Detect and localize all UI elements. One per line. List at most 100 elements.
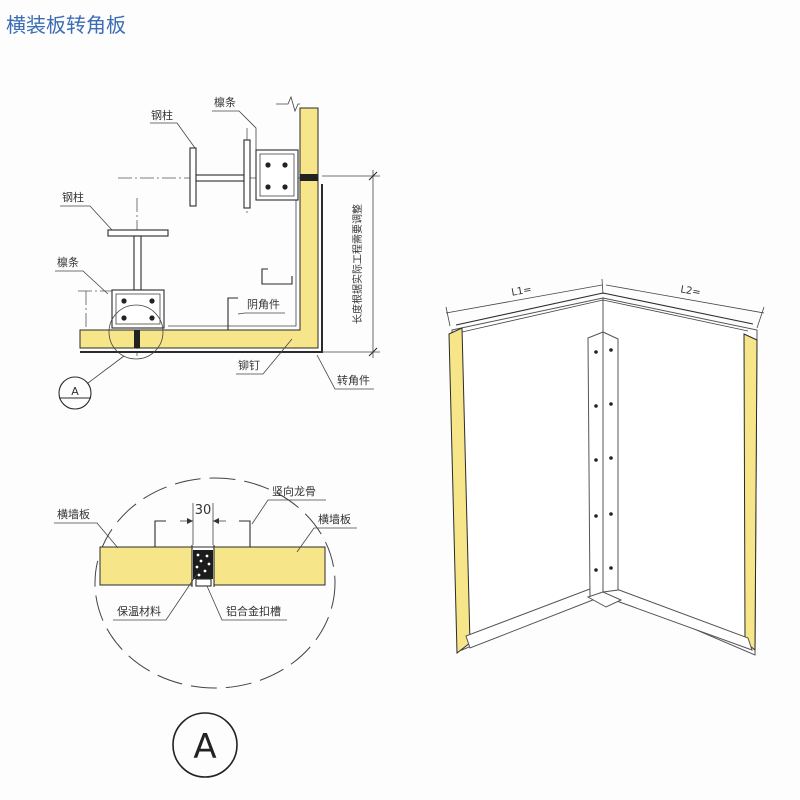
label-purlin-lower: 檩条 bbox=[57, 255, 79, 269]
column-flange-right bbox=[243, 139, 251, 209]
leader-line bbox=[296, 527, 357, 553]
purlin-bracket bbox=[111, 289, 165, 329]
detail-a: 30 竖向龙骨 横墙板 横墙板 保温材料 铝合金扣槽 A bbox=[54, 477, 357, 778]
label-corner-piece: 转角件 bbox=[337, 373, 370, 387]
insulation-speck bbox=[196, 553, 200, 557]
insulation-fill bbox=[193, 550, 213, 579]
wall-panel-right bbox=[213, 546, 326, 586]
leader-line bbox=[236, 338, 293, 375]
bolt bbox=[282, 184, 288, 190]
section-callout-circle bbox=[58, 376, 92, 410]
wall-panel-left bbox=[99, 546, 193, 586]
leader-line bbox=[54, 522, 119, 549]
rivet-hole bbox=[609, 456, 613, 460]
iso-panel-edge-right bbox=[743, 333, 758, 652]
dimension-tick bbox=[601, 278, 604, 295]
leader-line bbox=[60, 205, 113, 231]
rivet-hole bbox=[609, 566, 613, 570]
panel-joint bbox=[191, 545, 215, 587]
bolt bbox=[149, 298, 155, 304]
label-length-note: 长度根据实际工程需要调整 bbox=[351, 204, 364, 324]
insulation-speck bbox=[207, 562, 211, 566]
iso-view: L1= L2= bbox=[445, 278, 765, 656]
iso-top-edge bbox=[602, 299, 749, 332]
rivet-hole bbox=[609, 512, 613, 516]
break-line bbox=[276, 95, 300, 113]
bolt bbox=[265, 184, 271, 190]
plan-view: 钢柱 檩条 钢柱 檩条 阴角件 铆钉 转角件 长度根据实际工程需要调整 A bbox=[55, 95, 380, 410]
detail-boundary-dashed bbox=[94, 477, 336, 689]
label-purlin-upper: 檩条 bbox=[214, 95, 236, 109]
leader-line bbox=[113, 573, 198, 621]
insulation-speck bbox=[197, 573, 201, 577]
dimension-tick bbox=[368, 347, 378, 357]
iso-corner-angle-foot bbox=[586, 591, 623, 608]
arrowhead bbox=[213, 518, 219, 524]
column-web bbox=[133, 235, 142, 291]
bolt bbox=[121, 315, 127, 321]
dimension-value: 30 bbox=[195, 503, 212, 518]
label-length-2: L2= bbox=[679, 284, 701, 298]
rivet-hole bbox=[594, 568, 598, 572]
panel-joint-horizontal bbox=[134, 330, 140, 348]
bolt bbox=[265, 162, 271, 168]
rivet-hole bbox=[594, 514, 598, 518]
iso-top-edge bbox=[461, 299, 604, 333]
aluminum-slot bbox=[195, 578, 212, 587]
label-steel-column-lower: 钢柱 bbox=[62, 190, 84, 204]
section-callout-letter: A bbox=[71, 385, 79, 398]
label-insulation: 保温材料 bbox=[117, 604, 161, 618]
panel-joint-vertical bbox=[300, 174, 318, 181]
rivet-hole bbox=[594, 458, 598, 462]
detail-mark-letter: A bbox=[193, 727, 216, 767]
label-steel-column-upper: 钢柱 bbox=[151, 108, 173, 122]
label-aluminum-slot: 铝合金扣槽 bbox=[226, 604, 281, 618]
rivet-hole bbox=[594, 350, 598, 354]
vertical-keel bbox=[154, 520, 251, 548]
leader-line bbox=[55, 270, 109, 295]
column-flange-top bbox=[107, 229, 169, 237]
channel-bracket bbox=[261, 268, 293, 285]
page-title: 横装板转角板 bbox=[6, 13, 126, 37]
dimension-line-l1 bbox=[445, 284, 603, 314]
dimension-tick bbox=[368, 171, 378, 181]
iso-corner-angle-left-face bbox=[587, 331, 604, 598]
leader-line bbox=[212, 110, 257, 150]
label-rivet: 铆钉 bbox=[238, 358, 260, 372]
detail-a-callout-circle bbox=[108, 304, 164, 360]
bolt bbox=[282, 162, 288, 168]
insulation-speck bbox=[203, 569, 207, 573]
insulation-speck bbox=[205, 554, 209, 558]
label-wall-panel-right: 横墙板 bbox=[318, 512, 351, 526]
rivet-hole bbox=[609, 348, 613, 352]
label-wall-panel-left: 横墙板 bbox=[57, 507, 90, 521]
leader-line bbox=[87, 355, 125, 384]
iso-corner-angle-right-face bbox=[602, 331, 619, 593]
insulation-speck bbox=[199, 559, 203, 563]
dimension-tick bbox=[756, 306, 765, 329]
steel-column-upper bbox=[189, 139, 251, 209]
leader-line bbox=[206, 585, 287, 621]
leader-line bbox=[237, 312, 285, 315]
leader-line bbox=[316, 354, 374, 390]
insulated-panel-corner bbox=[79, 107, 319, 349]
purlin-lower bbox=[111, 289, 165, 329]
dimension-tick bbox=[445, 306, 451, 327]
steel-column-lower bbox=[107, 229, 169, 291]
inner-trim-line bbox=[168, 186, 297, 327]
bolt bbox=[121, 298, 127, 304]
rivet-hole bbox=[594, 404, 598, 408]
purlin-plate bbox=[259, 153, 295, 197]
detail-mark-circle bbox=[172, 712, 238, 778]
purlin-plate bbox=[115, 293, 161, 325]
dimension-line-l2 bbox=[605, 284, 765, 314]
leader-line bbox=[251, 499, 326, 525]
rivet-hole bbox=[609, 402, 613, 406]
bolt bbox=[149, 315, 155, 321]
arrowhead bbox=[187, 518, 193, 524]
label-vertical-keel: 竖向龙骨 bbox=[272, 484, 316, 498]
iso-top-edge bbox=[455, 292, 604, 326]
purlin-bracket bbox=[255, 149, 299, 201]
inside-corner-piece bbox=[227, 297, 238, 331]
